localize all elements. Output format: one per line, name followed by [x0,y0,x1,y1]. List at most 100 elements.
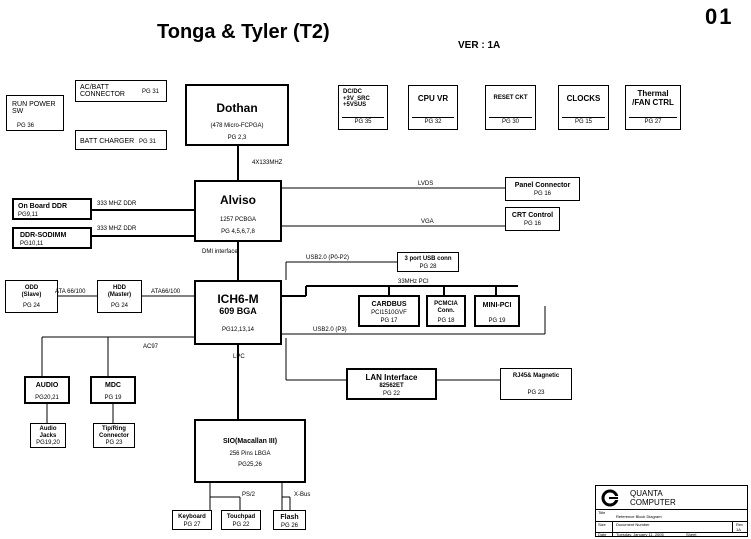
rj45-label: RJ45& Magnetic [512,373,560,379]
audio-block: AUDIO PG20,21 [24,376,70,404]
sio-macallan-block: SIO(Macallan III) 256 Pins LBGA PG25,26 [194,419,306,483]
company-name-line2: COMPUTER [630,498,676,507]
cardbus-block: CARDBUS PCI1510GVF PG 17 [358,295,420,327]
keyboard-page: PG 27 [183,522,201,528]
sheet-number: 01 [705,4,734,29]
audio-label: AUDIO [35,382,59,389]
usb3-page: PG 28 [419,264,437,270]
xbus-signal-label: X-Bus [294,492,311,498]
rj45-page: PG 23 [527,390,545,396]
odd-page: PG 24 [22,303,40,309]
odd-label: ODD (Slave) [21,285,42,298]
ich6-page: PG12,13,14 [221,327,255,333]
crt-label: CRT Control [511,212,554,219]
ich6-detail: 609 BGA [219,306,257,316]
panel-label: Panel Connector [514,182,571,189]
acbatt-connector-block: AC/BATT CONNECTOR PG 31 [75,80,167,102]
quanta-logo-icon [601,489,619,507]
alviso-detail: 1257 PCBGA [219,217,257,223]
sio-page: PG25,26 [238,462,262,468]
ich6-label: ICH6-M [217,292,259,306]
sio-label: SIO(Macallan III) [222,438,278,445]
dothan-cpu-block: Dothan (478 Micro-FCPGA) PG 2,3 [185,84,289,146]
ata-odd-signal-label: ATA 66/100 [55,289,86,295]
diagram-title: Tonga & Tyler (T2) [157,21,330,43]
ddr2-signal-label: 333 MHZ DDR [97,226,137,232]
lvds-signal-label: LVDS [418,181,434,187]
mini-pci-block: MINI-PCI PG 19 [474,295,520,327]
lan-label: LAN Interface [365,373,418,382]
flash-block: Flash PG 26 [273,510,306,530]
minipci-label: MINI-PCI [482,302,512,309]
cpu-vr-label: CPU VR [417,94,449,103]
pci-signal-label: 33MHz PCI [398,279,429,285]
ddr-sodimm-page: PG10,11 [20,241,44,247]
tip-ring-connector-block: Tip/Ring Connector PG 23 [93,423,135,448]
hdd-page: PG 24 [110,303,128,309]
minipci-page: PG 19 [488,318,506,324]
pcmcia-conn-block: PCMCIA Conn. PG 18 [426,295,466,327]
title-field-label: Title [598,510,606,515]
audio-jacks-label: Audio Jacks [39,426,57,439]
dothan-page: PG 2,3 [227,135,247,141]
lpc-signal-label: LPC [233,354,245,360]
ac97-signal-label: AC97 [143,344,159,350]
alviso-gmch-block: Alviso 1257 PCBGA PG 4,5,6,7,8 [194,180,282,242]
hdd-label: HDD (Master) [107,285,132,298]
audio-jacks-page: PG19,20 [36,440,60,446]
pcmcia-label: PCMCIA Conn. [434,301,458,314]
panel-page: PG 16 [533,191,551,197]
clocks-page: PG 15 [574,119,592,125]
panel-connector-block: Panel Connector PG 16 [505,177,580,201]
lan-detail: 82562ET [379,383,404,389]
thermal-label: Thermal /FAN CTRL [632,89,674,107]
run-power-sw-block: RUN POWER SW PG 36 [6,95,64,131]
mdc-block: MDC PG 19 [90,376,136,404]
usb-p3-signal-label: USB2.0 (P3) [313,327,347,333]
dcdc-block: DC/DC +3V_SRC +5VSUS PG 35 [338,85,388,130]
size-field-label: Size [598,522,606,527]
ddr-sodimm-block: DDR-SODIMM PG10,11 [12,227,92,249]
sheet-field-label: Sheet [686,532,697,537]
touchpad-block: Touchpad PG 22 [221,510,261,530]
lan-interface-block: LAN Interface 82562ET PG 22 [346,368,437,400]
reset-label: RESET CKT [493,95,528,101]
rev-field-value: 1A [736,527,741,532]
alviso-label: Alviso [219,193,256,207]
title-block: QUANTA COMPUTER Title Reference Block Di… [595,485,748,537]
cpu-vr-page: PG 32 [424,119,442,125]
tipring-label: Tip/Ring Connector [99,426,129,439]
date-field-value: Tuesday, January 11, 2005 [616,532,664,537]
dcdc-page: PG 35 [354,119,372,125]
clocks-block: CLOCKS PG 15 [558,85,609,130]
ata-hdd-signal-label: ATA66/100 [151,289,181,295]
run-power-page: PG 36 [17,123,35,129]
flash-label: Flash [280,514,299,521]
title-field-value: Reference Block Diagram [616,514,662,519]
ddr-sodimm-label: DDR-SODIMM [20,232,67,239]
onboard-ddr-label: On Board DDR [18,203,67,210]
sio-detail: 256 Pins LBGA [229,451,271,457]
rev-field-label: Rev [736,522,744,527]
batt-charger-label: BATT CHARGER [80,138,135,145]
pcmcia-page: PG 18 [437,318,455,324]
acbatt-label: AC/BATT CONNECTOR [80,84,125,99]
crt-page: PG 16 [523,221,541,227]
acbatt-page: PG 31 [142,89,160,95]
company-name-line1: QUANTA [630,489,663,498]
keyboard-label: Keyboard [178,514,206,520]
keyboard-block: Keyboard PG 27 [172,510,212,530]
batt-charger-page: PG 31 [139,139,157,145]
reset-ckt-block: RESET CKT PG 30 [485,85,536,130]
hdd-block: HDD (Master) PG 24 [97,280,142,313]
cardbus-page: PG 17 [380,318,398,324]
ich6m-southbridge-block: ICH6-M 609 BGA PG12,13,14 [194,280,282,345]
mdc-label: MDC [105,382,121,389]
touchpad-page: PG 22 [232,522,250,528]
reset-page: PG 30 [501,119,519,125]
rj45-magnetic-block: RJ45& Magnetic PG 23 [500,368,572,400]
onboard-ddr-page: PG9,11 [18,212,38,218]
dothan-detail: (478 Micro-FCPGA) [210,123,264,129]
ddr1-signal-label: 333 MHZ DDR [97,201,137,207]
